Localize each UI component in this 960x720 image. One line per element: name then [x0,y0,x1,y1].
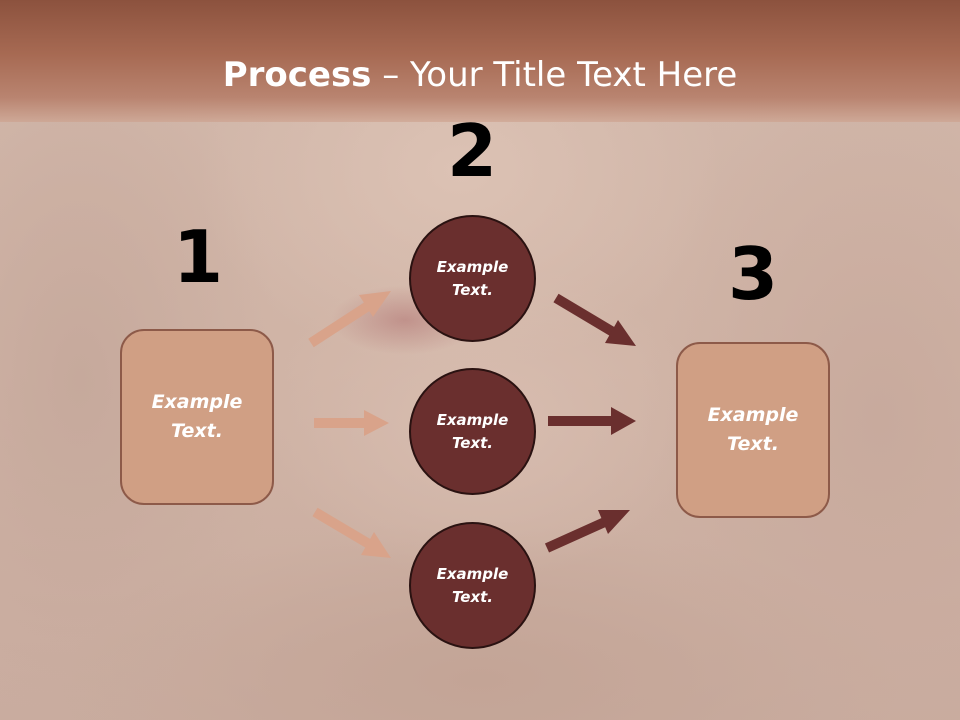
slide-title: Process – Your Title Text Here [0,54,960,96]
arrow-1-to-middle [314,410,389,436]
circle-bottom: Example Text. [409,522,536,649]
arrow-bottom-to-3 [544,510,630,553]
circle-middle: Example Text. [409,368,536,495]
step-number-1: 1 [172,215,224,299]
arrow-top-to-3 [553,293,636,346]
arrow-middle-to-3 [548,407,636,435]
arrow-1-to-bottom [312,507,391,558]
slide-title-bold: Process [222,55,372,95]
step-3-box: Example Text. [676,342,830,518]
title-bar [0,0,960,122]
step-number-2: 2 [446,109,498,193]
circle-bottom-text: Example Text. [436,564,509,606]
circle-top-text: Example Text. [436,257,509,299]
circle-top: Example Text. [409,215,536,342]
step-1-text: Example Text. [151,391,243,442]
step-number-3: 3 [727,232,779,316]
circle-middle-text: Example Text. [436,410,509,452]
slide-title-rest: – Your Title Text Here [371,55,738,95]
step-3-text: Example Text. [707,404,799,455]
step-1-box: Example Text. [120,329,274,505]
arrow-1-to-top [308,291,391,348]
